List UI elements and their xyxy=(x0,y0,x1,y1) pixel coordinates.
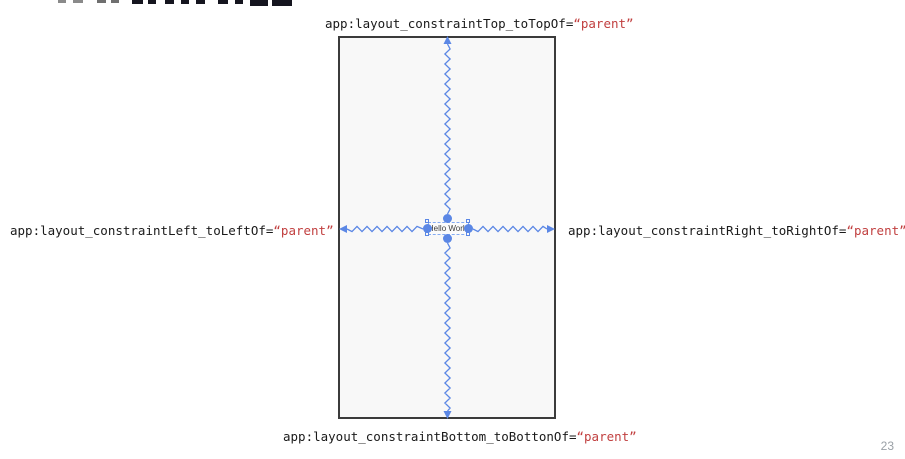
cropped-slide-title xyxy=(0,0,905,8)
widget-textview: Hello World xyxy=(428,222,469,235)
constraint-label-right: app:layout_constraintRight_toRightOf=“pa… xyxy=(568,224,905,238)
constraint-value-right: “parent” xyxy=(846,223,905,238)
constraint-attr-right: app:layout_constraintRight_toRightOf= xyxy=(568,223,847,238)
constraint-label-top: app:layout_constraintTop_toTopOf=“parent… xyxy=(325,17,634,31)
constraint-attr-top: app:layout_constraintTop_toTopOf= xyxy=(325,16,574,31)
anchor-left-icon xyxy=(423,224,432,233)
page-number: 23 xyxy=(880,439,894,453)
constraint-value-left: “parent” xyxy=(273,223,334,238)
constraint-value-top: “parent” xyxy=(573,16,634,31)
selection-handle-topleft-icon xyxy=(425,219,429,223)
constraint-attr-left: app:layout_constraintLeft_toLeftOf= xyxy=(10,223,274,238)
anchor-bottom-icon xyxy=(443,234,452,243)
constraint-value-bottom: “parent” xyxy=(576,429,637,444)
anchor-right-icon xyxy=(464,224,473,233)
anchor-top-icon xyxy=(443,214,452,223)
constraint-attr-bottom: app:layout_constraintBottom_toBottonOf= xyxy=(283,429,577,444)
constraint-label-left: app:layout_constraintLeft_toLeftOf=“pare… xyxy=(10,224,334,238)
widget-text: Hello World xyxy=(428,224,469,233)
selection-handle-topright-icon xyxy=(466,219,470,223)
constraint-label-bottom: app:layout_constraintBottom_toBottonOf=“… xyxy=(283,430,637,444)
